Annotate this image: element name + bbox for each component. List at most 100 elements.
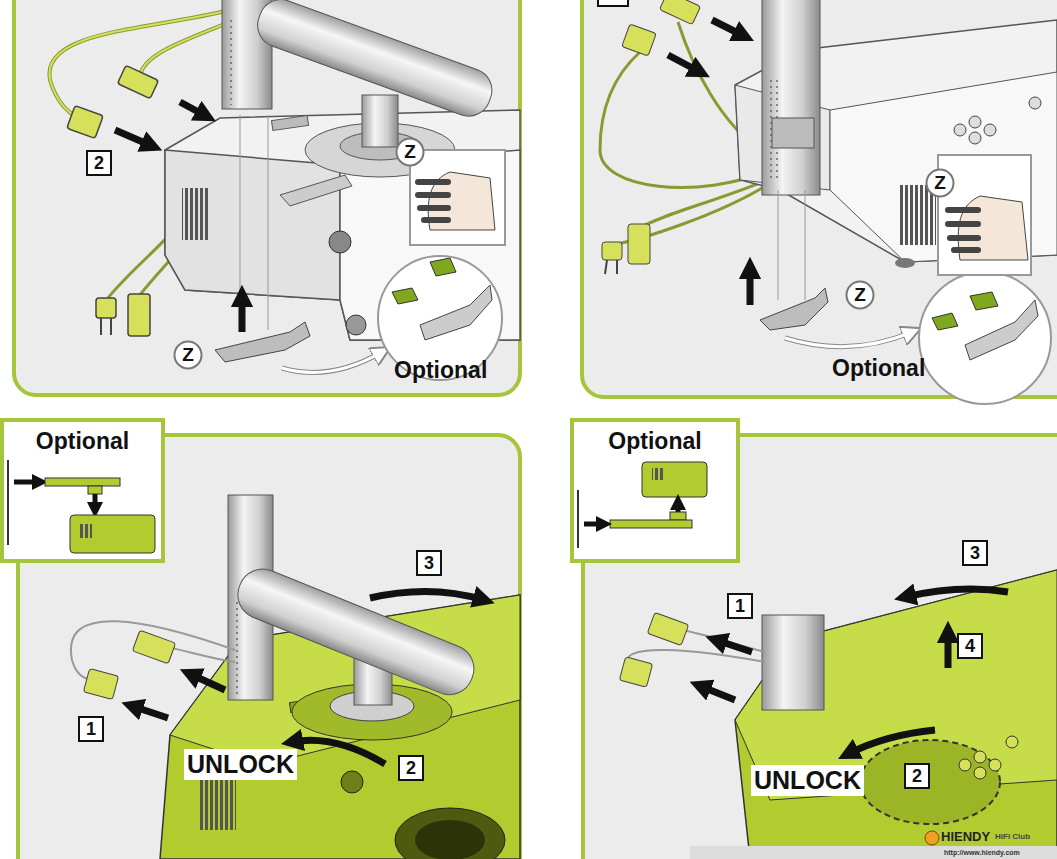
callout-number: 3 — [962, 540, 988, 566]
arrow — [945, 632, 952, 668]
arm — [231, 562, 482, 702]
curved-arrow — [905, 589, 1008, 597]
callout-circle — [927, 170, 954, 197]
button — [1006, 736, 1018, 748]
detail-box — [938, 155, 1031, 275]
clip — [970, 292, 998, 310]
button — [969, 132, 981, 144]
lens — [415, 820, 485, 859]
fingers — [418, 182, 448, 220]
column — [762, 0, 820, 195]
cable — [640, 178, 772, 228]
callout-text: 4 — [965, 636, 975, 656]
bracket — [88, 486, 102, 494]
detail-box — [410, 150, 505, 245]
curved-arrow — [282, 352, 382, 372]
cable — [680, 630, 765, 652]
callout-circle — [397, 139, 424, 166]
bracket — [670, 512, 686, 520]
z-callout: Z — [173, 340, 203, 370]
button — [954, 124, 966, 136]
arrow — [14, 480, 40, 485]
foot — [895, 258, 915, 268]
euro-plug — [602, 242, 622, 260]
mount-stem — [362, 95, 398, 147]
bracket — [760, 288, 828, 330]
watermark-logo — [925, 831, 939, 845]
z-callout: Z — [395, 137, 425, 167]
inset-heading: Optional — [574, 428, 736, 454]
optional-inset: Optional — [570, 418, 740, 563]
guide-line — [778, 190, 805, 300]
clip — [430, 258, 456, 276]
callout-text: 1 — [86, 719, 96, 739]
callout-text: 2 — [406, 758, 416, 778]
callout-circle — [175, 342, 202, 369]
vent-grille — [652, 468, 664, 480]
button — [959, 759, 971, 771]
optional-label: Optional — [832, 355, 925, 382]
arrow — [712, 20, 744, 36]
perforation — [226, 20, 236, 105]
projector-body — [735, 570, 1057, 859]
plug-pins — [101, 318, 111, 335]
arrow — [115, 130, 152, 146]
vent-grille — [182, 188, 210, 240]
button — [974, 767, 986, 779]
detail-circle — [919, 272, 1051, 404]
panel — [582, 0, 1057, 397]
optional-inset: Optional — [0, 418, 165, 563]
dashed-area — [860, 740, 1000, 824]
bracket — [610, 520, 692, 528]
z-callout: Z — [845, 280, 875, 310]
wall — [7, 460, 9, 545]
perforation — [232, 600, 242, 695]
arrow — [132, 706, 168, 718]
power-plug — [622, 24, 657, 56]
callout-number: 2 — [86, 150, 112, 176]
arrow — [93, 494, 98, 510]
callout-text: 2 — [912, 766, 922, 786]
arrow — [716, 640, 752, 652]
callout-number: 4 — [957, 633, 983, 659]
callout-text: 2 — [94, 153, 104, 173]
clip — [392, 288, 418, 304]
callout-text: Z — [182, 345, 194, 365]
callout-number: 1 — [727, 593, 753, 619]
curved-arrow — [370, 591, 484, 600]
arrow — [700, 686, 735, 700]
unlock-label: UNLOCK — [184, 749, 297, 780]
knob — [341, 771, 363, 793]
curved-arrow — [292, 740, 385, 764]
curved-arrow — [785, 332, 912, 347]
callout-number: 1 — [78, 716, 104, 742]
knob — [329, 231, 351, 253]
vga-plug — [128, 294, 150, 336]
optional-label: Optional — [394, 357, 487, 384]
callout-number: 2 — [398, 755, 424, 781]
vga-plug — [117, 65, 158, 98]
projector-side — [165, 150, 340, 300]
euro-plug — [96, 298, 116, 318]
arrow — [190, 674, 225, 690]
collar — [772, 118, 814, 148]
mount-leg — [280, 175, 352, 206]
cable — [49, 10, 230, 122]
callout-text: Z — [404, 142, 416, 162]
lens — [395, 808, 505, 859]
power-plug — [67, 106, 103, 139]
callout-text: 3 — [970, 543, 980, 563]
callout-text: 1 — [735, 596, 745, 616]
arrow — [668, 55, 700, 72]
callout-number: 2 — [904, 763, 930, 789]
projector — [70, 515, 155, 553]
vent-grille — [78, 524, 92, 538]
cable — [49, 10, 230, 122]
arrow — [584, 522, 604, 527]
panel — [18, 435, 520, 859]
inset-background — [570, 418, 740, 563]
watermark-strip — [690, 846, 1057, 859]
vga-plug — [132, 630, 175, 664]
